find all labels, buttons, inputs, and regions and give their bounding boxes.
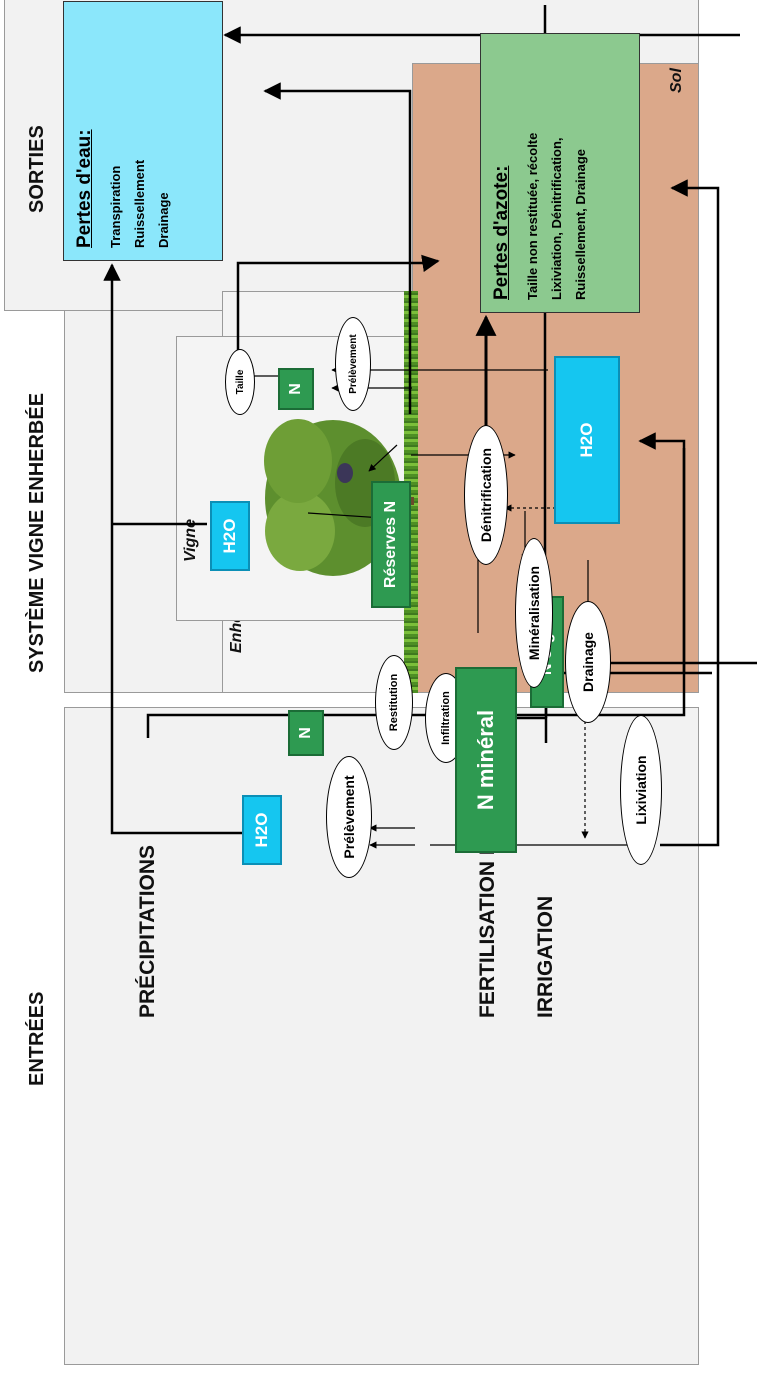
restitution-node: Restitution <box>375 655 413 750</box>
drainage-node: Drainage <box>565 601 611 723</box>
flow-lixiviation-out <box>660 179 720 847</box>
reserves-n-box: Réserves N <box>371 481 411 608</box>
h2o-vigne-box: H2O <box>210 501 250 571</box>
link-reserves-n <box>368 444 398 472</box>
taille-node: Taille <box>225 349 255 415</box>
flow-transpiration-enh <box>103 263 268 835</box>
vine-grapes <box>337 463 353 483</box>
h2o-enherbement-box: H2O <box>242 795 282 865</box>
n-enherbement-box: N <box>288 710 324 756</box>
nitrogen-loss-line-3: Ruissellement, Drainage <box>573 149 588 300</box>
water-loss-line-1: Transpiration <box>108 165 123 248</box>
nitrogen-losses-title: Pertes d'azote: <box>491 165 512 300</box>
water-losses-box: Pertes d'eau: Transpiration Ruissellemen… <box>63 1 223 261</box>
water-loss-line-2: Ruissellement <box>132 159 147 248</box>
mineralisation-node: Minéralisation <box>515 538 553 688</box>
n-vigne-box: N <box>278 368 314 410</box>
vine-foliage-leaf-a <box>265 491 335 571</box>
h2o-soil-box: H2O <box>554 356 620 524</box>
vine-foliage-leaf-b <box>264 419 332 503</box>
prelevement-vigne-node: Prélèvement <box>335 317 371 411</box>
nitrogen-loss-line-2: Lixiviation, Dénitrification, <box>549 137 564 300</box>
n-mineral-box: N minéral <box>455 667 517 853</box>
flow-runoff-top <box>263 82 412 414</box>
lixiviation-node: Lixiviation <box>620 715 662 865</box>
input-fertilisation: FERTILISATION N <box>476 839 499 1018</box>
nitrogen-losses-box: Pertes d'azote: Taille non restituée, ré… <box>480 33 640 313</box>
input-precipitations: PRÉCIPITATIONS <box>136 844 159 1018</box>
water-loss-line-3: Drainage <box>156 192 171 248</box>
flow-taille-out <box>236 254 440 353</box>
denitrification-node: Dénitrification <box>464 425 508 565</box>
input-irrigation: IRRIGATION <box>534 895 557 1018</box>
link-prelevement-n <box>307 512 384 519</box>
water-losses-title: Pertes d'eau: <box>74 129 95 248</box>
nitrogen-loss-line-1: Taille non restituée, récolte <box>525 132 540 300</box>
prelevement-enherbement-node: Prélèvement <box>326 756 372 878</box>
flow-to-h2o-sol <box>638 432 686 673</box>
